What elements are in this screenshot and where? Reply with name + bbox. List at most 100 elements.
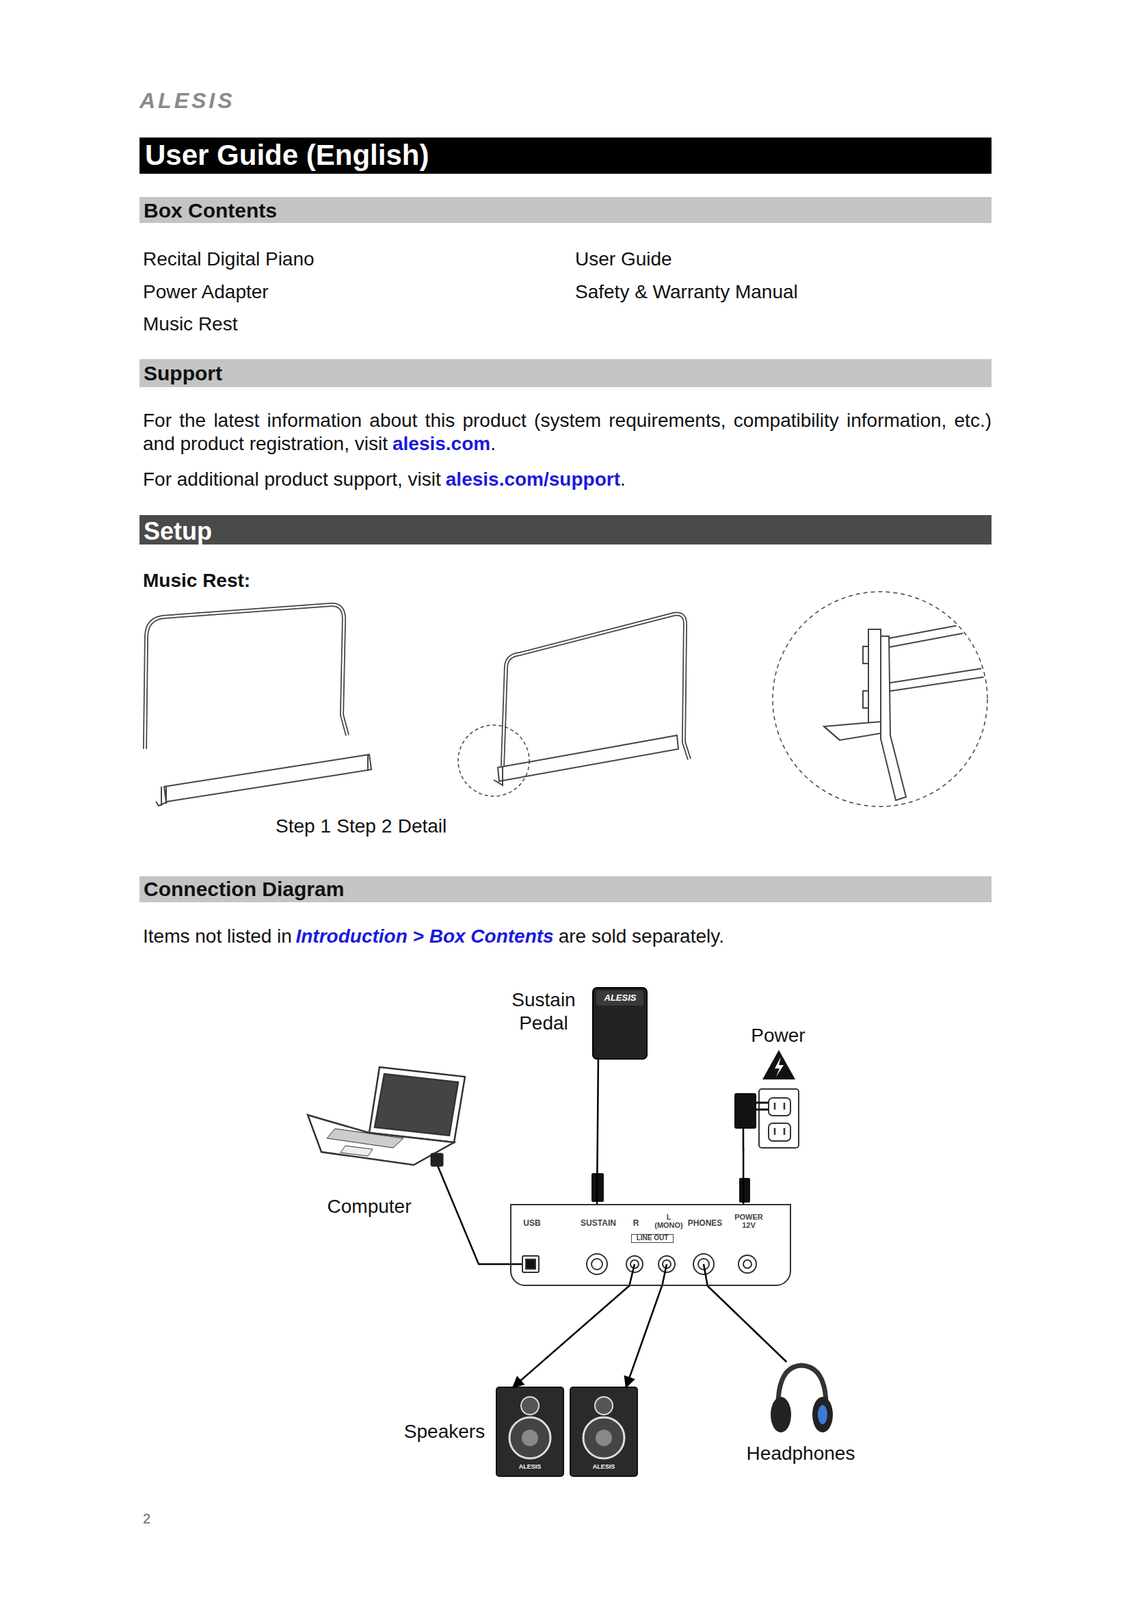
headphones-node: Headphones <box>769 1361 832 1433</box>
sustain-pedal-illustration <box>596 990 644 1006</box>
cable-connector <box>512 1285 630 1387</box>
power-illustration <box>774 1056 784 1077</box>
section-bar <box>139 514 992 545</box>
rear-panel-jacks <box>586 1253 608 1274</box>
step-captions: Step 1Step 2Detail <box>275 814 755 838</box>
device-label: Computer <box>321 1194 418 1218</box>
device-label: Power <box>747 1023 809 1047</box>
usb-plug <box>430 1152 444 1166</box>
speakers-illustration <box>583 1416 625 1458</box>
body-text: For additional product support, visit <box>142 468 442 490</box>
rear-panel-jacks <box>510 1253 757 1287</box>
music-rest-step1 <box>164 754 372 802</box>
note: Items not listed inIntroduction > Box Co… <box>142 924 992 948</box>
laptop-illustration <box>307 1066 465 1165</box>
music-rest-detail <box>823 721 881 740</box>
speakers-illustration <box>594 1396 613 1415</box>
power-illustration <box>768 1097 791 1116</box>
page-number: 2 <box>142 1509 151 1527</box>
step-caption: Step 2 <box>336 815 392 837</box>
music-rest-detail <box>772 591 988 807</box>
music-rest-step2 <box>497 735 679 781</box>
page-title: User Guide (English) <box>144 138 429 172</box>
cable-connector <box>742 1147 745 1204</box>
logo: ALESIS <box>139 87 236 114</box>
power-illustration <box>756 1102 769 1110</box>
pedal-node: Sustain Pedal <box>592 987 647 1059</box>
list-item: Music Rest <box>142 312 238 336</box>
headphones-illustration <box>770 1396 792 1432</box>
section-heading: Box Contents <box>143 198 277 223</box>
list-item: Recital Digital Piano <box>142 247 315 271</box>
section-heading: Support <box>143 361 223 386</box>
section-heading: Setup <box>143 516 212 546</box>
music-rest-step2 <box>493 765 503 785</box>
step-caption: Detail <box>397 815 448 837</box>
power-illustration <box>734 1092 757 1129</box>
power-illustration <box>774 1102 785 1135</box>
speakers-illustration <box>595 1429 612 1446</box>
cable-connector <box>596 1058 599 1204</box>
music-rest-step1 <box>155 754 368 806</box>
list-item: Safety & Warranty Manual <box>575 280 798 304</box>
diagram-title: Connection Diagram <box>143 876 344 902</box>
speakers-illustration <box>509 1416 551 1458</box>
cross-reference: Introduction > Box Contents <box>295 925 554 947</box>
music-rest-detail <box>772 591 992 807</box>
music-rest-detail <box>823 618 992 801</box>
jack-label: LINE OUT <box>631 1233 674 1243</box>
jack-label: PHONES <box>684 1218 726 1228</box>
jack-label: USB <box>514 1218 550 1228</box>
headphones-illustration <box>817 1404 828 1424</box>
logo: ALESIS <box>596 992 645 1004</box>
jack-label: POWER 12V <box>731 1213 766 1229</box>
device-label: Sustain Pedal <box>502 988 585 1034</box>
headphones-illustration <box>770 1364 833 1432</box>
link: alesis.com/support <box>445 468 621 490</box>
body-text: For the latest information about this pr… <box>142 409 992 455</box>
laptop-illustration <box>340 1145 373 1156</box>
speakers-illustration <box>496 1386 564 1476</box>
music-rest-step1 <box>144 604 348 749</box>
music-rest-step1 <box>144 604 348 749</box>
list-item: Power Adapter <box>142 280 269 304</box>
logo: ALESIS <box>496 1462 564 1471</box>
speakers-illustration <box>570 1386 638 1476</box>
cable-connector <box>437 1165 511 1264</box>
cable-connector <box>626 1285 662 1387</box>
music-rest-detail <box>823 726 840 740</box>
speakers-node: Speakers <box>496 1386 638 1476</box>
computer-node: Computer <box>305 1065 465 1166</box>
rear-panel-jacks <box>522 1255 539 1272</box>
rear-panel-jacks <box>629 1263 708 1287</box>
laptop-illustration <box>326 1128 404 1148</box>
power-illustration <box>759 1088 799 1148</box>
jack-label: R <box>629 1218 643 1228</box>
music-rest-step2 <box>458 614 690 796</box>
jack-label: L (MONO) <box>653 1213 685 1229</box>
speakers-illustration <box>521 1429 539 1446</box>
device-label: Speakers <box>402 1419 487 1443</box>
rear-panel-jacks <box>738 1254 757 1273</box>
rear-panel: USB SUSTAIN R L (MONO) LINE OUT PHONES POWER 1… <box>510 1203 792 1286</box>
usb-plug <box>430 1152 444 1166</box>
power-illustration <box>768 1122 791 1141</box>
music-rest-step1 <box>144 604 372 806</box>
body-text: Items not listed in <box>142 925 292 947</box>
music-rest-detail <box>880 635 907 801</box>
laptop-illustration <box>374 1073 459 1136</box>
sustain-pedal-illustration <box>591 987 647 1202</box>
jack-label: SUSTAIN <box>574 1218 623 1228</box>
power-illustration <box>739 1177 751 1203</box>
device-label: Headphones <box>744 1441 857 1465</box>
subheading: Music Rest: <box>142 568 251 593</box>
cable-connector <box>707 1285 787 1362</box>
power-node: Power <box>734 1046 799 1148</box>
rear-panel-jacks <box>743 1259 752 1268</box>
music-rest-detail <box>862 646 869 664</box>
body-text: are sold separately. <box>558 925 725 947</box>
music-rest-step2 <box>458 724 530 796</box>
